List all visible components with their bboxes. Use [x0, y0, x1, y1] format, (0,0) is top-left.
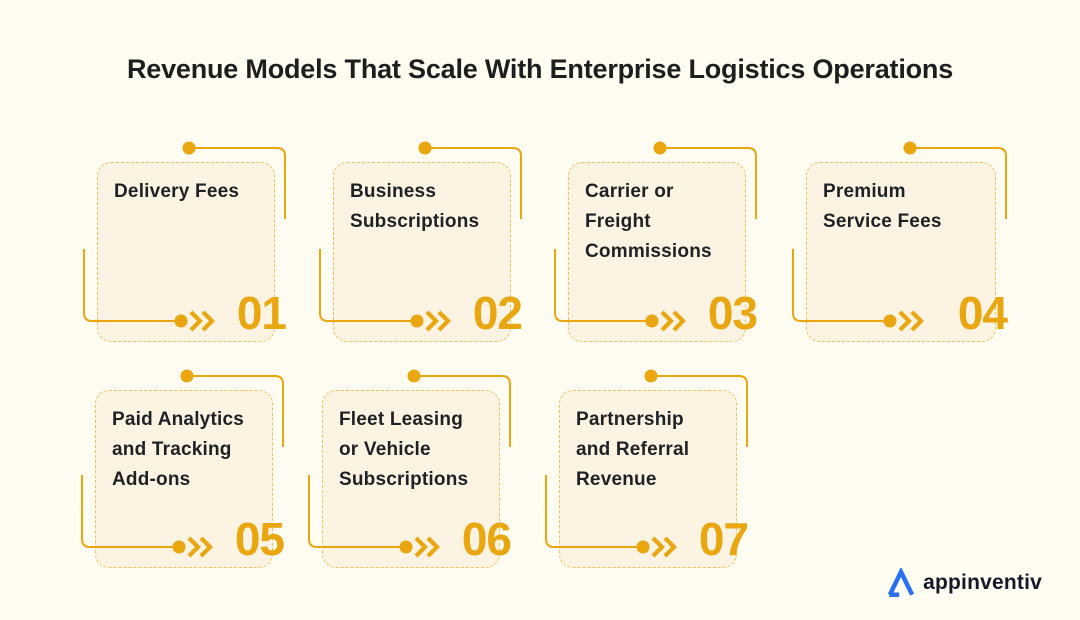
- revenue-model-card: Business Subscriptions 02: [319, 141, 523, 342]
- card-label: Delivery Fees: [114, 181, 240, 202]
- card-number: 04: [957, 287, 1008, 339]
- chevron-right-icon: [199, 536, 213, 558]
- connector-dot-icon: [883, 314, 897, 328]
- connector-dot-icon: [180, 369, 194, 383]
- connector-dot-icon: [636, 540, 650, 554]
- card-number: 01: [236, 287, 287, 339]
- chevron-right-icon: [910, 310, 924, 332]
- card-number: 05: [234, 513, 285, 565]
- connector-dot-icon: [410, 314, 424, 328]
- card-number: 06: [461, 513, 512, 565]
- connector-dot-icon: [418, 141, 432, 155]
- chevron-right-icon: [426, 536, 440, 558]
- chevron-right-icon: [425, 310, 439, 332]
- card-label: Fleet Leasing or Vehicle Subscriptions: [339, 409, 469, 490]
- revenue-model-card: Premium Service Fees 04: [792, 141, 1008, 342]
- brand-logo: appinventiv: [886, 568, 1042, 598]
- connector-bottom-line: [319, 249, 451, 332]
- appinventiv-a-icon: [887, 568, 915, 597]
- connector-bottom-line: [83, 249, 215, 332]
- page-title: Revenue Models That Scale With Enterpris…: [126, 54, 954, 84]
- card-label: Partnership and Referral Revenue: [576, 409, 690, 490]
- card-label: Premium Service Fees: [823, 181, 942, 232]
- connector-dot-icon: [182, 141, 196, 155]
- chevron-right-icon: [437, 310, 451, 332]
- connector-dot-icon: [645, 314, 659, 328]
- connector-dot-icon: [653, 141, 667, 155]
- chevron-right-icon: [651, 536, 665, 558]
- chevron-right-icon: [187, 536, 201, 558]
- revenue-model-card: Delivery Fees 01: [83, 141, 287, 342]
- card-label: Paid Analytics and Tracking Add-ons: [112, 409, 244, 490]
- connector-bottom-line: [792, 249, 924, 332]
- revenue-model-card: Carrier or Freight Commissions 03: [554, 141, 758, 342]
- chevron-right-icon: [189, 310, 203, 332]
- card-label: Business Subscriptions: [350, 181, 480, 232]
- connector-dot-icon: [407, 369, 421, 383]
- chevron-right-icon: [663, 536, 677, 558]
- connector-dot-icon: [903, 141, 917, 155]
- brand-name: appinventiv: [923, 571, 1042, 594]
- card-number: 07: [698, 513, 749, 565]
- chevron-right-icon: [672, 310, 686, 332]
- chevron-right-icon: [414, 536, 428, 558]
- connector-dot-icon: [644, 369, 658, 383]
- revenue-model-card: Partnership and Referral Revenue 07: [545, 369, 749, 568]
- revenue-model-card: Paid Analytics and Tracking Add-ons 05: [81, 369, 285, 568]
- chevron-right-icon: [201, 310, 215, 332]
- connector-dot-icon: [172, 540, 186, 554]
- connector-dot-icon: [399, 540, 413, 554]
- chevron-right-icon: [898, 310, 912, 332]
- revenue-model-card: Fleet Leasing or Vehicle Subscriptions 0…: [308, 369, 512, 568]
- card-number: 03: [707, 287, 758, 339]
- chevron-right-icon: [660, 310, 674, 332]
- connector-dot-icon: [174, 314, 188, 328]
- card-number: 02: [472, 287, 523, 339]
- card-label: Carrier or Freight Commissions: [585, 181, 712, 262]
